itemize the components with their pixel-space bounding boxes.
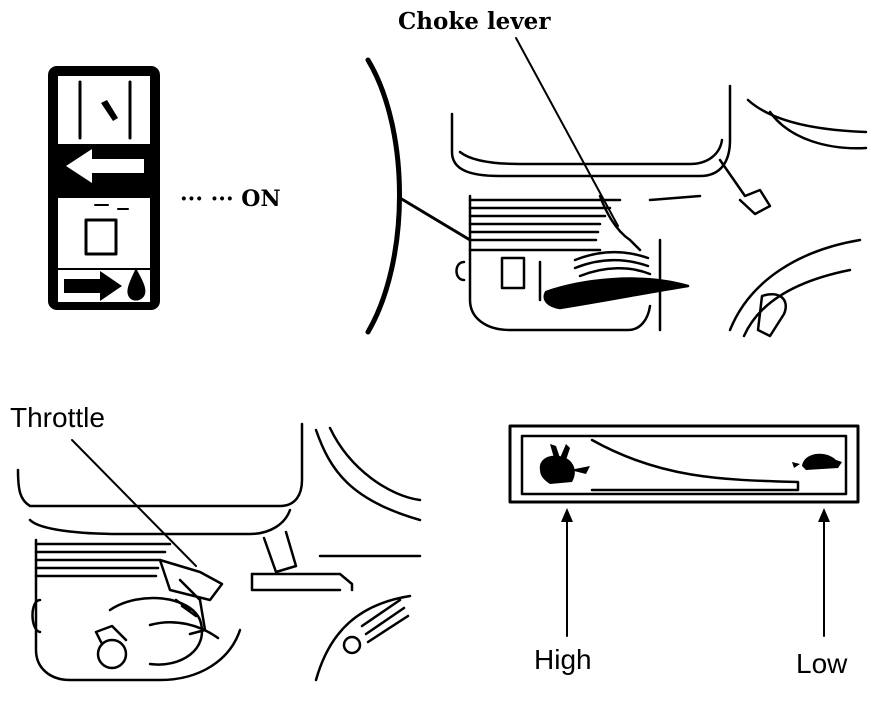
carburetor-choke-illustration (365, 57, 868, 338)
choke-lever-leader-line (515, 37, 619, 227)
low-arrow (818, 508, 830, 637)
on-indicator-label: ··· ··· ON (180, 186, 281, 212)
low-label: Low (796, 648, 848, 679)
throttle-leader-line (71, 439, 197, 567)
throttle-label: Throttle (10, 402, 105, 433)
throttle-speed-panel (508, 424, 860, 504)
choke-lever-label: Choke lever (398, 8, 551, 35)
high-arrow (561, 508, 573, 637)
turtle-icon (792, 453, 842, 470)
rabbit-icon (539, 444, 590, 484)
choke-label-panel (48, 66, 160, 310)
arrow-right-fuel-drop-icon (58, 268, 150, 302)
arrow-left-icon (58, 144, 150, 188)
carburetor-throttle-illustration (16, 422, 422, 682)
high-label: High (534, 644, 592, 675)
